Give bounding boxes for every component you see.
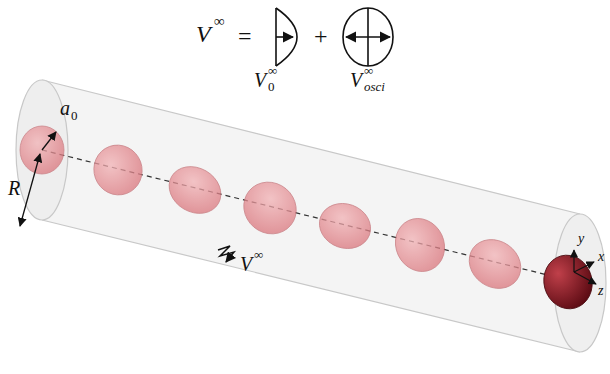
operator: =: [238, 24, 252, 48]
coordinate-axes: [574, 250, 596, 284]
axis-label: y: [578, 232, 584, 246]
axis-label: x: [598, 250, 604, 264]
radius-symbol: a: [60, 98, 70, 118]
tube-radius-arrow: [20, 154, 40, 226]
axis-label: z: [598, 284, 603, 298]
velocity-symbol: V: [254, 70, 266, 90]
tube: [16, 80, 606, 352]
velocity-profiles: [276, 8, 393, 66]
subscript: 0: [268, 80, 275, 93]
capsules: [20, 126, 598, 314]
operator: +: [314, 24, 328, 48]
superscript: ∞: [254, 248, 263, 261]
subscript: 0: [71, 109, 78, 122]
tube-radius-symbol: R: [8, 178, 20, 198]
velocity-symbol: V: [196, 22, 211, 46]
velocity-symbol: V: [350, 70, 362, 90]
superscript: ∞: [214, 14, 225, 29]
superscript: ∞: [364, 64, 373, 77]
superscript: ∞: [268, 64, 277, 77]
radius-arrow: [42, 132, 56, 150]
flow-symbol: [218, 246, 234, 262]
subscript: osci: [364, 80, 385, 93]
velocity-symbol: V: [240, 254, 252, 274]
